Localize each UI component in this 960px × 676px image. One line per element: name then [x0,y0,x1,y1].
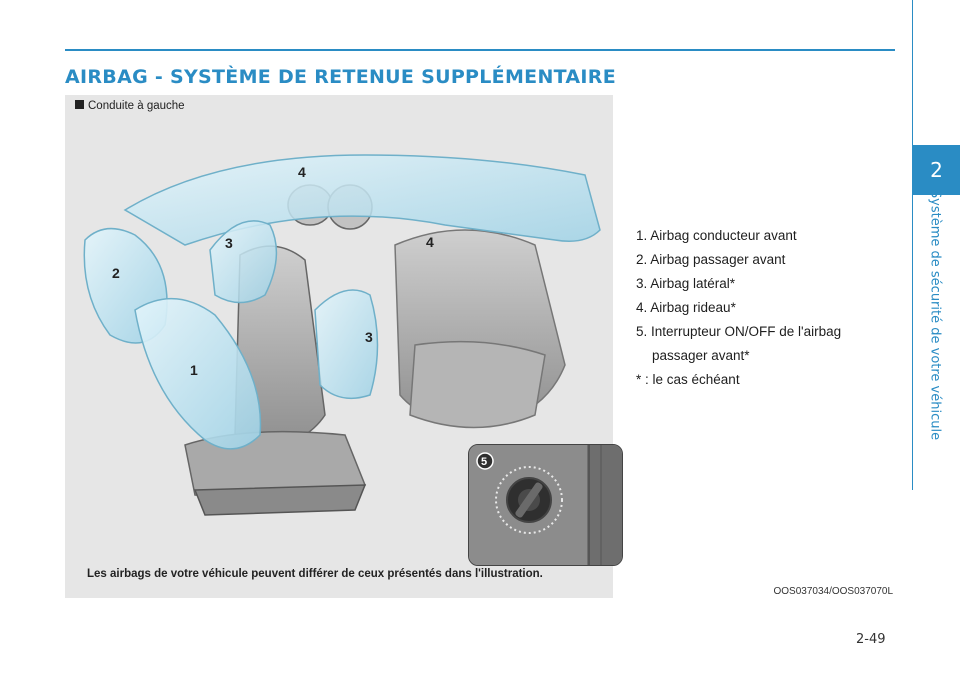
callout-1: 1 [190,362,198,378]
driver-airbag [134,298,262,450]
callout-3b: 3 [365,329,373,345]
callout-4b: 4 [426,234,434,250]
callout-5: 5 [481,456,487,468]
figure-label: Conduite à gauche [75,100,185,112]
callout-2: 2 [112,265,120,281]
airbag-switch-inset: 5 [468,444,623,566]
airbag-switch-illustration: 5 [469,445,622,565]
legend-item: 5. Interrupteur ON/OFF de l'airbag [636,324,842,339]
callout-4a: 4 [298,164,306,180]
side-airbag-front [209,220,278,304]
airbag-legend: 1. Airbag conducteur avant 2. Airbag pas… [636,224,841,392]
figure-reference-code: OOS037034/OOS037070L [773,586,893,597]
airbag-figure: 1 2 3 3 4 4 Conduite à gauche 5 1. Airba… [65,95,897,598]
legend-footnote: * : le cas échéant [636,372,740,387]
chapter-tab[interactable]: 2 [913,145,960,195]
square-bullet-icon [75,100,84,109]
page-number: 2-49 [856,632,886,647]
airbag-illustration: 1 2 3 3 4 4 [83,154,601,516]
legend-item-continuation: passager avant* [652,348,750,363]
legend-item: 3. Airbag latéral* [636,276,736,291]
legend-item: 1. Airbag conducteur avant [636,228,797,243]
page-title: AIRBAG - SYSTÈME DE RETENUE SUPPLÉMENTAI… [65,66,617,88]
curtain-airbag [123,154,601,246]
sidebar-rule [912,0,913,490]
legend-item: 2. Airbag passager avant [636,252,786,267]
figure-label-text: Conduite à gauche [88,100,185,112]
legend-item: 4. Airbag rideau* [636,300,736,315]
side-airbag-rear [314,289,379,400]
figure-note: Les airbags de votre véhicule peuvent di… [87,568,543,580]
header-rule [65,49,895,51]
chapter-title: Système de sécurité de votre véhicule [927,189,943,441]
callout-3a: 3 [225,235,233,251]
rear-seat [394,229,566,429]
